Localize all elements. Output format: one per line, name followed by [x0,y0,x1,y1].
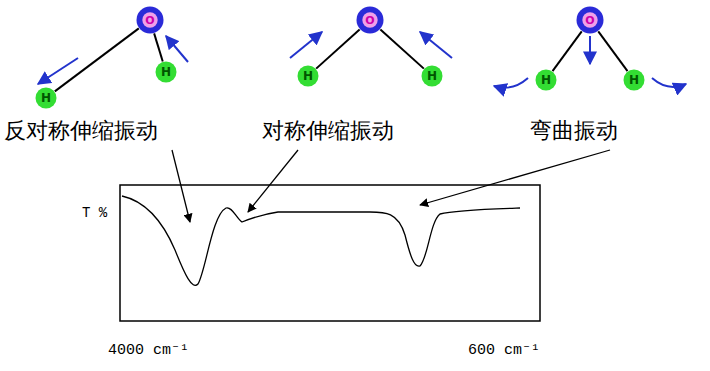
atom-symbol: H [155,61,177,83]
motion-arrow [420,32,452,58]
spectrum-curve [122,196,520,285]
pointer-arrow [420,150,610,205]
motion-arrow [494,78,528,88]
oxygen-atom: O [136,6,164,34]
motion-arrow [166,36,188,62]
axis-label: T % [82,205,107,221]
chemical-bond [380,29,423,68]
vibration-label: 对称伸缩振动 [262,116,394,146]
hydrogen-atom: H [535,69,557,91]
chemical-bond [598,31,627,71]
oxygen-atom: O [356,6,384,34]
axis-tick-label: 4000 cm⁻¹ [108,340,189,359]
atom-symbol: H [623,69,645,91]
atom-symbol: O [356,6,384,34]
chemical-bond [553,31,582,71]
pointer-arrow [248,150,298,212]
plot-frame [120,185,540,321]
hydrogen-atom: H [155,61,177,83]
atom-symbol: H [421,65,443,87]
chemical-bond [316,29,359,68]
motion-arrow [589,36,591,64]
axis-tick-label: 600 cm⁻¹ [468,340,540,359]
hydrogen-atom: H [297,65,319,87]
vibration-label: 弯曲振动 [530,116,618,146]
atom-symbol: O [576,6,604,34]
atom-symbol: H [297,65,319,87]
atom-symbol: H [535,69,557,91]
vibration-label: 反对称伸缩振动 [4,116,158,146]
atom-symbol: H [35,87,57,109]
motion-arrow [652,78,686,87]
chemical-bond [154,33,163,61]
pointer-arrow [172,150,190,222]
oxygen-atom: O [576,6,604,34]
hydrogen-atom: H [623,69,645,91]
motion-arrow [38,58,78,84]
chemical-bond [55,28,139,91]
motion-arrow [290,32,322,58]
hydrogen-atom: H [35,87,57,109]
hydrogen-atom: H [421,65,443,87]
atom-symbol: O [136,6,164,34]
